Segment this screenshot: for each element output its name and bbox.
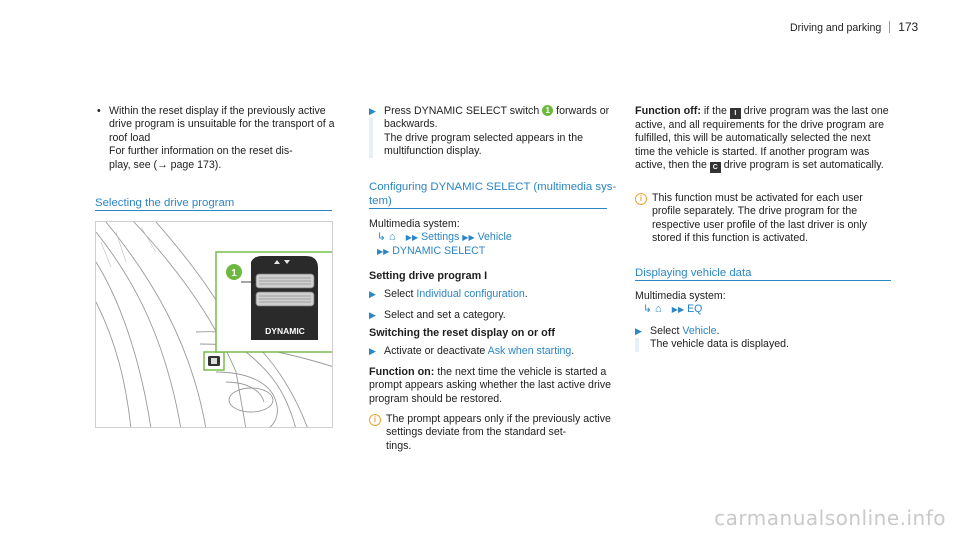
figure-callout-circle [226,264,242,280]
middle-multimedia: Multimedia system: ↳ ⌂ ▶▶ Settings ▶▶ Ve… [369,218,619,258]
step-callout-badge: 1 [542,105,554,116]
heading-displaying-vehicle-data: Displaying vehicle data [635,267,752,279]
chevron-icon: ▶▶ [377,246,390,256]
subheading-setting-drive: Setting drive program I [369,270,488,282]
step-select-category: ▶ Select and set a category. [369,309,619,322]
step-arrow-icon: ▶ [369,289,376,299]
menu-dynamic-select[interactable]: DYNAMIC SELECT [392,244,486,257]
link-ask-when-starting[interactable]: Ask when starting [487,345,572,357]
middle-step-intro: ▶ Press DYNAMIC SELECT switch 1 forwards… [369,105,619,159]
step-intro-text-c: The drive program selected appears in th… [384,131,584,158]
function-off-label: Function off: [635,105,701,117]
function-off-text-c: drive program is set automatically. [723,159,884,172]
multimedia-label: Multimedia system: [369,218,460,230]
return-arrow-icon: ↳ [643,303,652,316]
return-arrow-icon: ↳ [377,231,386,244]
bullet-text: Within the reset display if the previous… [109,105,335,144]
function-on-block: Function on: the next time the vehicle i… [369,366,621,406]
step-arrow-icon: ▶ [369,346,376,356]
function-on-label: Function on: [369,366,435,378]
multimedia-label-right: Multimedia system: [635,290,726,302]
step-select-vehicle: ▶ Select Vehicle. The vehicle data is di… [635,325,891,352]
console-figure: 1 DYNAMIC [95,221,333,428]
step1-text: Select [384,288,414,300]
link-vehicle[interactable]: Vehicle [682,325,717,337]
page-number: 173 [898,20,919,34]
step-arrow-icon: ▶ [635,326,642,336]
step-arrow-icon: ▶ [369,310,376,320]
link-individual-configuration[interactable]: Individual configuration [416,288,525,300]
step3-text: Activate or deactivate [384,345,486,357]
home-icon: ⌂ [388,231,396,244]
console-illustration: 1 DYNAMIC [96,222,332,427]
chevron-icon: ▶▶ [671,305,685,315]
info-note-middle: i The prompt appears only if the previou… [369,413,621,453]
left-column: • Within the reset display if the previo… [95,105,345,172]
chevron-icon: ▶▶ [405,233,419,243]
info-icon: i [369,414,381,426]
function-on-text: the next time the vehicle is started a p… [369,366,612,405]
function-off-text-b: drive program was the last one active, a… [635,105,889,172]
info-note-right: i This function must be activated for ea… [635,192,891,246]
heading-rule-right [635,280,891,281]
watermark: carmanualsonline.info [714,505,946,530]
step-select-config: ▶ Select Individual configuration. [369,288,528,300]
drive-program-comfort-icon: C [709,162,721,174]
heading-selecting: Selecting the drive program [95,197,235,209]
menu-eq[interactable]: EQ [687,303,703,316]
function-off-block: Function off: if the I drive program was… [635,105,891,174]
step-vehicle-text: Select [650,325,680,337]
drive-program-individual-icon: I [729,108,741,119]
figure-callout-number: 1 [231,268,237,279]
step-result-bar-right [635,338,639,352]
step-intro-text-a: Press DYNAMIC SELECT switch [384,105,540,117]
info-icon: i [635,193,647,205]
bullet-dot: • [97,105,101,117]
info-note-middle-text: The prompt appears only if the previousl… [386,413,611,452]
step-arrow-icon: ▶ [369,106,376,116]
step-ask-when-starting: ▶ Activate or deactivate Ask when starti… [369,345,575,357]
bullet-note: For further information on the reset dis… [109,145,293,171]
chevron-icon: ▶▶ [462,233,475,243]
menu-vehicle[interactable]: Vehicle [477,231,512,244]
heading-rule-left [95,210,332,211]
heading-configuring: Configuring DYNAMIC SELECT (multimedia s… [369,181,617,207]
heading-rule-middle [369,208,607,209]
step-intro-text-b: forwards or backwards. [384,105,610,131]
home-icon: ⌂ [654,303,662,316]
figure-dynamic-label: DYNAMIC [265,326,305,336]
step2-text: Select and set a category. [384,309,506,321]
subheading-reset-display: Switching the reset display on or off [369,327,555,339]
menu-settings[interactable]: Settings [421,231,460,244]
right-multimedia: Multimedia system: ↳ ⌂ ▶▶ EQ [635,290,891,317]
header-divider [889,21,891,33]
step-result-bar [369,118,373,158]
page-header: Driving and parking 173 [790,20,919,35]
step-vehicle-result: The vehicle data is displayed. [650,338,789,351]
info-note-right-text: This function must be activated for each… [652,192,867,245]
function-off-text-a: if the [703,105,727,117]
section-title: Driving and parking [790,22,882,34]
bullet-item: • Within the reset display if the previo… [95,105,345,172]
